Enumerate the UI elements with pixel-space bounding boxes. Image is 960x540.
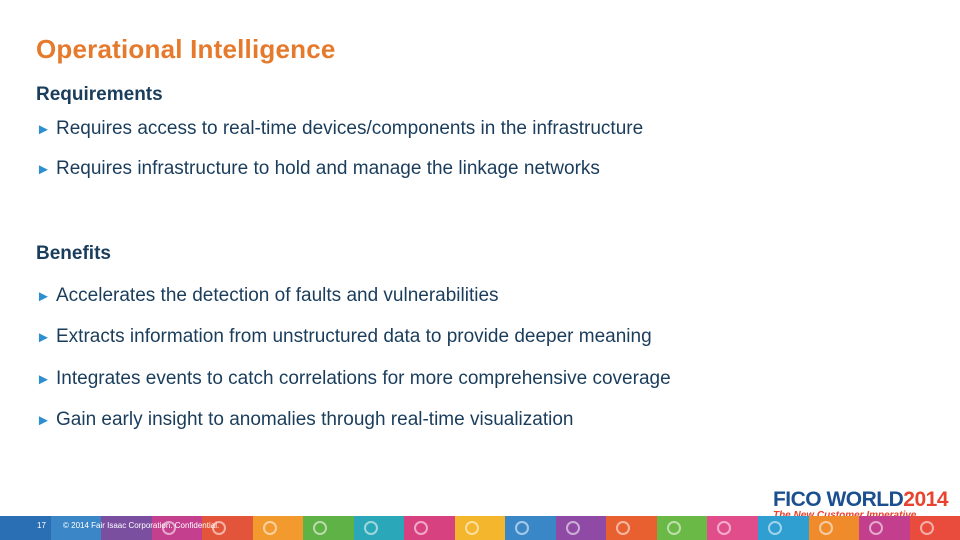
footer-tile: [0, 516, 51, 540]
footer-tile: [404, 516, 455, 540]
page-number: 17: [37, 521, 46, 530]
bullet-text: Gain early insight to anomalies through …: [56, 409, 574, 430]
bullet-item: ► Extracts information from unstructured…: [36, 326, 652, 348]
bullet-item: ► Requires infrastructure to hold and ma…: [36, 158, 600, 180]
right-triangle-arrow-icon: ►: [36, 287, 51, 305]
footer-tile: [656, 516, 708, 540]
bullet-text: Requires infrastructure to hold and mana…: [56, 158, 600, 179]
slide-title: Operational Intelligence: [36, 34, 336, 64]
footer-decorative-strip: [0, 516, 960, 540]
footer-tile: [303, 516, 354, 540]
footer-tile: [202, 516, 253, 540]
footer-tile: [252, 516, 304, 540]
bullet-text: Accelerates the detection of faults and …: [56, 285, 499, 306]
footer-tile: [757, 516, 809, 540]
bullet-item: ► Gain early insight to anomalies throug…: [36, 409, 573, 431]
right-triangle-arrow-icon: ►: [36, 328, 51, 346]
section-heading-requirements: Requirements: [36, 84, 163, 105]
footer-tile: [353, 516, 405, 540]
bullet-item: ► Accelerates the detection of faults an…: [36, 285, 499, 307]
section-heading-benefits: Benefits: [36, 243, 111, 264]
footer-tile: [101, 516, 152, 540]
bullet-item: ► Requires access to real-time devices/c…: [36, 118, 643, 140]
footer-tile: [151, 516, 203, 540]
right-triangle-arrow-icon: ►: [36, 411, 51, 429]
logo-main-text: FICO WORLD: [772, 488, 904, 511]
footer-tile: [859, 516, 910, 540]
logo-tagline: The New Customer Imperative: [773, 510, 948, 522]
fico-world-logo: FICO WORLD2014 The New Customer Imperati…: [772, 488, 949, 522]
bullet-text: Extracts information from unstructured d…: [56, 326, 652, 347]
footer-tile: [505, 516, 556, 540]
logo-year: 2014: [903, 488, 948, 511]
footer-tile: [606, 516, 657, 540]
footer-tile: [454, 516, 506, 540]
footer-tile: [707, 516, 758, 540]
bullet-item: ► Integrates events to catch correlation…: [36, 368, 671, 390]
footer-tile: [909, 516, 960, 540]
footer-tile: [555, 516, 607, 540]
copyright-notice: © 2014 Fair Isaac Corporation. Confident…: [63, 521, 220, 530]
right-triangle-arrow-icon: ►: [36, 370, 51, 388]
footer-tile: [50, 516, 102, 540]
bullet-text: Integrates events to catch correlations …: [56, 368, 671, 389]
right-triangle-arrow-icon: ►: [36, 160, 51, 178]
bullet-text: Requires access to real-time devices/com…: [56, 118, 644, 139]
footer-tile: [808, 516, 860, 540]
right-triangle-arrow-icon: ►: [36, 120, 51, 138]
